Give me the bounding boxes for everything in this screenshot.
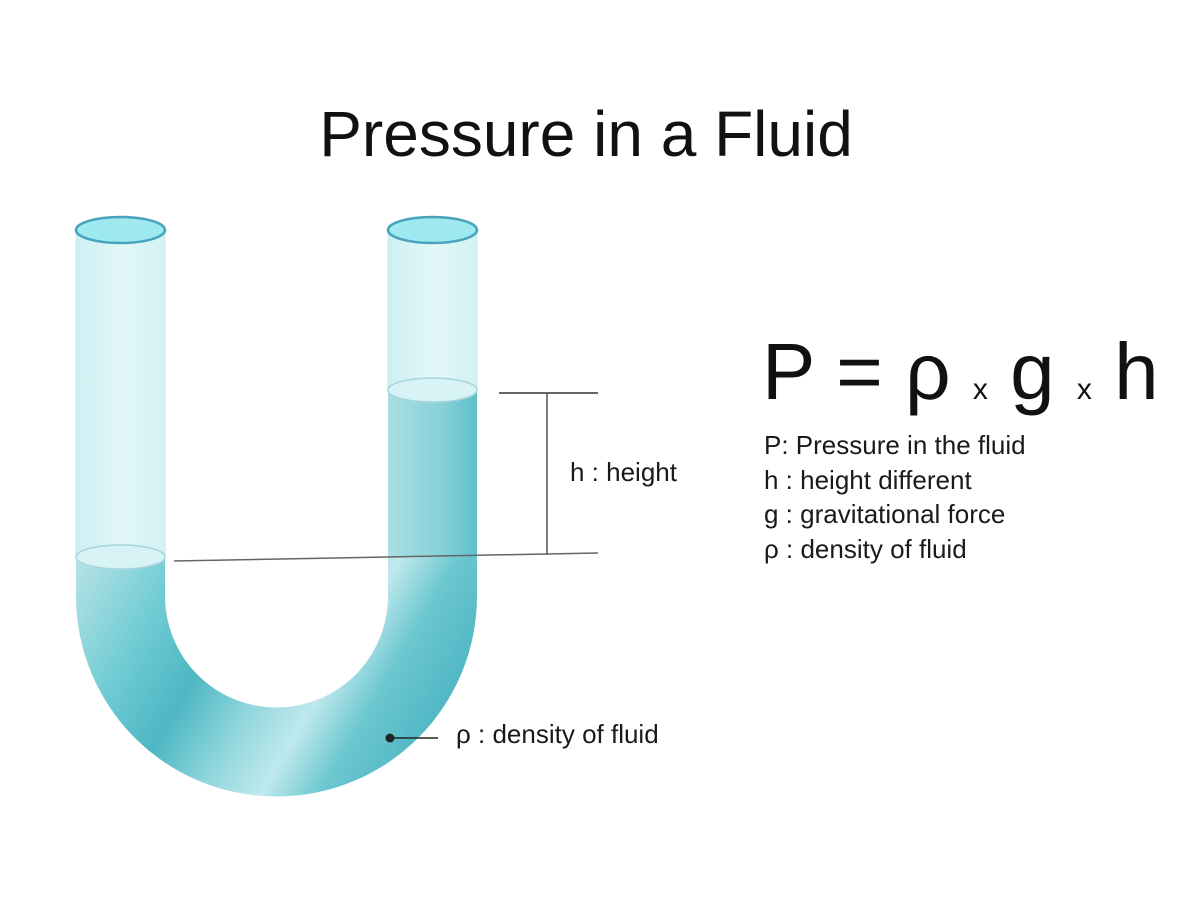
legend-item-height: h : height different <box>764 464 972 495</box>
variable-legend: P: Pressure in the fluid h : height diff… <box>764 428 1026 566</box>
formula-rho: ρ <box>905 327 951 416</box>
formula-times-2: x <box>1076 373 1092 406</box>
pressure-formula: P = ρ x g x h <box>762 326 1159 436</box>
formula-times-1: x <box>972 373 988 406</box>
formula-equals: = <box>836 327 883 416</box>
formula-p: P <box>762 327 814 416</box>
left-fluid-surface <box>75 544 166 570</box>
left-tube-glass <box>75 229 166 558</box>
right-tube-opening <box>386 215 479 245</box>
u-fluid-body <box>76 557 477 797</box>
right-tube-glass <box>387 229 478 391</box>
density-label: ρ : density of fluid <box>456 719 659 749</box>
legend-item-pressure: P: Pressure in the fluid <box>764 430 1026 460</box>
legend-item-density: ρ : density of fluid <box>764 533 967 564</box>
right-fluid-surface <box>387 377 478 403</box>
bottom-level-line <box>173 552 599 562</box>
formula-h: h <box>1114 327 1159 416</box>
legend-item-gravity: g : gravitational force <box>764 499 1006 529</box>
left-tube-opening <box>74 215 167 245</box>
page-title: Pressure in a Fluid <box>319 98 853 170</box>
formula-g: g <box>1010 327 1055 416</box>
height-label: h : height <box>570 457 677 487</box>
